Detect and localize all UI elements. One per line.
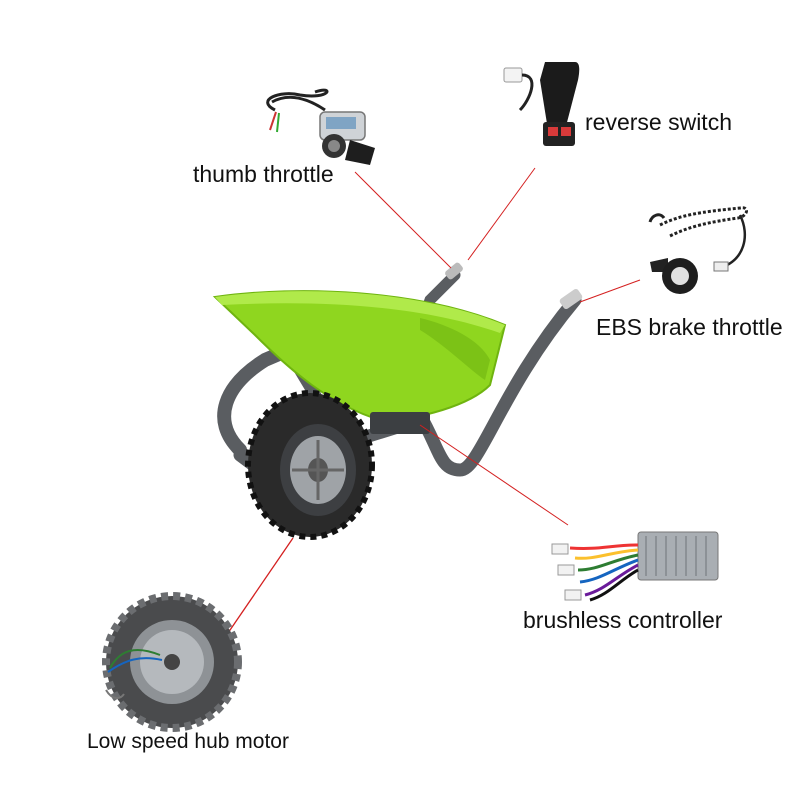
label-reverse-switch: reverse switch [585,109,732,135]
tray-inner-shadow [420,318,490,380]
label-brushless-controller: brushless controller [523,607,723,633]
leader-controller [419,424,569,526]
leader-thumb-throttle [354,171,452,269]
tray-bracket [370,412,430,434]
right-grip [559,288,583,310]
brushless-controller-icon [551,531,719,602]
leader-ebs-brake [579,279,641,303]
thumb-throttle-icon [266,88,375,165]
right-handle [413,293,582,477]
hub-motor-icon [102,592,242,732]
leader-lines [227,167,641,634]
label-thumb-throttle: thumb throttle [193,161,334,187]
reverse-switch-icon [503,62,580,146]
wheelbarrow [212,262,583,540]
leader-reverse-switch [467,167,536,261]
ebs-brake-throttle-icon [648,206,748,294]
label-hub-motor: Low speed hub motor [87,730,289,753]
leader-hub-motor [227,537,294,634]
frame-arc [217,338,307,457]
label-ebs-brake-throttle: EBS brake throttle [596,314,783,340]
wheel [245,390,375,540]
tray-rim [215,291,505,333]
left-grip [445,262,463,280]
